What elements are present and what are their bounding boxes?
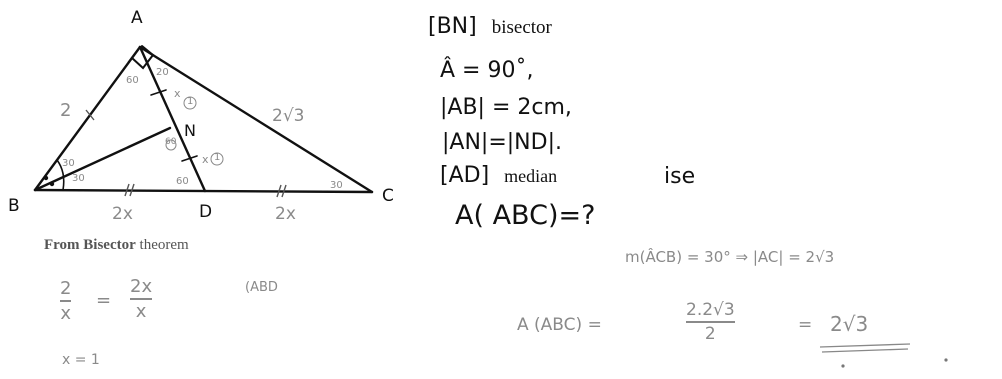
given-ad-code: [AD] [440,163,490,188]
theorem-line: From Bisector theorem [44,237,189,254]
area-fraction: 2.2√3 2 [686,300,735,344]
given-line-3: |AB| = 2cm, [440,95,572,120]
circle-mark-an [183,96,197,110]
given-line-1: [BN] bisector [428,14,552,39]
angle-result: m(ÂCB) = 30° ⇒ |AC| = 2√3 [625,248,835,266]
ratio-right-den: x [135,301,147,322]
point-n-label: N [184,121,196,140]
given-line-5: [AD] median [440,163,557,188]
area-den: 2 [704,324,716,344]
result-underline-2 [821,348,909,353]
seg-an-x: x [174,87,181,100]
question-area: A( ABC)=? [455,200,596,231]
side-ac-label: 2√3 [272,106,305,126]
side-bc [33,188,374,194]
tick-ab [85,109,95,121]
tick-dc-2 [281,184,287,198]
side-ac [138,45,374,194]
vertex-b-label: B [8,196,20,216]
bd-label: 2x [112,204,133,224]
ratio-left-fraction: 2 x [60,278,72,324]
angle-dot-b1 [43,175,49,181]
theorem-bold: From Bisector [44,237,136,253]
ratio-right-fraction: 2x x [130,276,153,322]
given-ise-word: ise [664,164,696,189]
dot-mark-2 [944,358,948,362]
tick-an [150,89,167,96]
ratio-eq: = [96,290,112,311]
angle-b-top: 30 [62,158,75,169]
ratio-left-bar [60,300,72,302]
vertex-c-label: C [382,186,394,206]
side-ab-label: 2 [60,100,72,121]
given-bisector-word: bisector [491,17,552,38]
result-underline-1 [819,343,911,348]
seg-nd-1: 1 [214,152,221,163]
given-bn-code: [BN] [428,14,477,39]
median-ad [138,45,207,193]
theorem-rest: theorem [139,237,189,253]
bisector-bn [33,126,172,192]
given-line-2: Â = 90˚, [440,58,534,83]
given-median-word: median [504,166,558,186]
tick-nd [181,155,198,162]
dc-label: 2x [275,204,296,224]
vertex-d-label: D [199,202,213,222]
tick-dc-1 [276,184,282,198]
angle-b-bottom: 30 [72,173,85,184]
area-eq: = [798,315,813,335]
angle-d-mark: 60 [176,176,189,187]
vertex-a-label: A [131,8,143,28]
area-lhs: A (ABC) = [517,315,602,335]
circle-mark-nd [210,152,224,166]
tick-bd-2 [129,183,135,197]
ratio-right-bar [130,298,153,300]
side-ab [33,45,142,192]
ratio-left-den: x [60,303,72,324]
x-result: x = 1 [62,352,100,368]
given-line-4: |AN|=|ND|. [442,130,562,155]
ratio-right-num: 2x [130,276,153,297]
angle-c-mark: 30 [330,180,343,191]
dot-mark-1 [841,364,845,368]
area-num: 2.2√3 [686,300,735,320]
angle-a-mark: 20 [156,67,169,78]
tick-bd-1 [124,183,130,197]
angle-a-60: 60 [126,75,139,86]
seg-an-1: 1 [187,96,194,107]
abd-note: (ABD [245,280,278,295]
circle-mark-n [165,139,177,151]
area-result: 2√3 [830,312,869,336]
angle-dot-b2 [49,181,55,187]
angle-arc-b [56,159,65,191]
area-bar [686,321,735,323]
right-angle-mark [131,45,155,70]
seg-nd-x: x [202,153,209,166]
angle-n-mark: 60 [165,137,177,147]
ratio-left-num: 2 [60,278,72,299]
